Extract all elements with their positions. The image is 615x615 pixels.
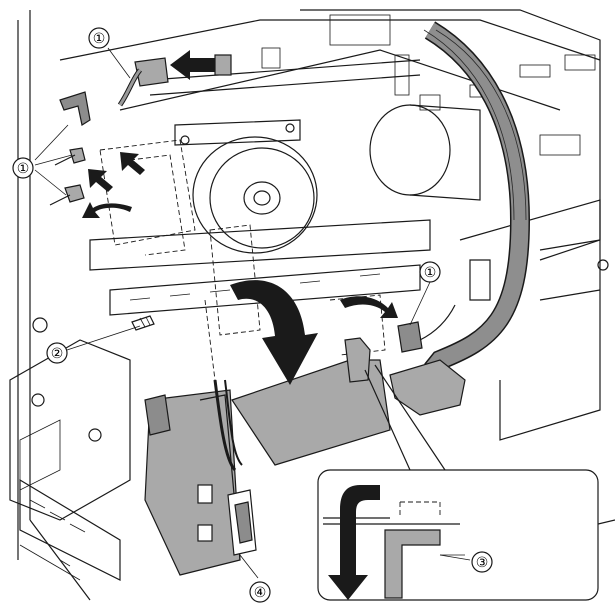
arrow-up-2 <box>88 169 113 192</box>
callout-c4: ④ <box>249 581 271 603</box>
detail-inset <box>317 364 599 601</box>
arrow-curve-right <box>340 296 398 318</box>
callout-label-c4: ④ <box>254 585 267 601</box>
connector-top <box>117 54 232 107</box>
callout-label-c1a: ① <box>93 31 106 47</box>
removal-arrows <box>82 50 398 385</box>
callout-label-c3: ③ <box>476 555 489 571</box>
callout-label-c2: ② <box>51 346 64 362</box>
callout-c1b: ① <box>12 157 34 179</box>
callout-c1c: ① <box>419 261 441 283</box>
callout-c1a: ① <box>88 27 110 49</box>
arrow-curve-left <box>82 202 132 218</box>
arrow-up-1 <box>120 152 145 175</box>
callout-label-c1c: ① <box>424 265 437 281</box>
leader-lines <box>34 47 471 579</box>
arrow-big-down <box>230 280 318 385</box>
connector-bracket <box>144 337 391 576</box>
arrow-left-top <box>170 50 215 80</box>
connectors-left <box>49 91 91 206</box>
inset-arrow-down <box>328 485 380 600</box>
callout-c3: ③ <box>471 551 493 573</box>
machine-frame <box>9 9 615 601</box>
connector-right <box>397 304 456 353</box>
callout-label-c1b: ① <box>17 161 30 177</box>
wire-harness <box>389 21 531 416</box>
callout-c2: ② <box>46 342 68 364</box>
